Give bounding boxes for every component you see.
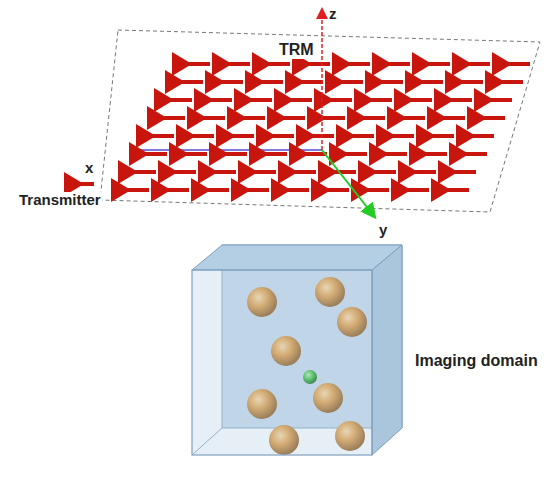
array-element	[232, 134, 254, 138]
imaging-cube	[192, 245, 402, 455]
array-element	[290, 98, 312, 102]
array-element	[461, 80, 483, 84]
array-element	[254, 170, 276, 174]
array-element	[447, 188, 469, 192]
array-element	[207, 188, 229, 192]
array-element	[425, 152, 447, 156]
array-element	[301, 80, 323, 84]
array-element	[468, 62, 490, 66]
y-axis	[322, 150, 374, 216]
array-element	[167, 188, 189, 192]
array-element	[185, 152, 207, 156]
array-element	[265, 152, 287, 156]
array-element	[203, 116, 225, 120]
array-element	[323, 116, 345, 120]
array-element	[483, 116, 505, 120]
array-element	[243, 116, 265, 120]
label: z	[328, 6, 338, 23]
array-element	[381, 80, 403, 84]
array-element	[192, 134, 214, 138]
array-element	[170, 98, 192, 102]
array-element	[152, 134, 174, 138]
array-element	[127, 188, 149, 192]
array-element	[392, 134, 414, 138]
label: y	[378, 222, 388, 239]
antenna-array	[127, 64, 530, 190]
array-element	[268, 62, 290, 66]
array-element	[367, 188, 389, 192]
label: Imaging domain	[414, 352, 539, 370]
array-element	[188, 62, 210, 66]
array-element	[134, 170, 156, 174]
array-element	[363, 116, 385, 120]
array-element	[283, 116, 305, 120]
array-element	[228, 62, 250, 66]
array-element	[174, 170, 196, 174]
array-element	[403, 116, 425, 120]
array-element	[145, 152, 167, 156]
array-element	[501, 80, 523, 84]
array-element	[287, 188, 309, 192]
label: Transmitter	[18, 192, 102, 209]
array-element	[214, 170, 236, 174]
array-element	[450, 98, 472, 102]
array-element	[385, 152, 407, 156]
array-element	[348, 62, 370, 66]
array-element	[327, 188, 349, 192]
array-element	[181, 80, 203, 84]
array-element	[345, 152, 367, 156]
z-axis	[321, 10, 323, 150]
array-element	[330, 98, 352, 102]
array-element	[428, 62, 450, 66]
label: x	[84, 160, 94, 177]
label: TRM	[278, 41, 315, 59]
array-element	[472, 134, 494, 138]
array-element	[414, 170, 436, 174]
array-element	[163, 116, 185, 120]
trm-plane	[100, 30, 540, 212]
array-element	[370, 98, 392, 102]
array-element	[312, 134, 334, 138]
array-element	[490, 98, 512, 102]
array-element	[308, 62, 330, 66]
array-element	[272, 134, 294, 138]
array-element	[247, 188, 269, 192]
array-element	[294, 170, 316, 174]
array-element	[454, 170, 476, 174]
array-element	[465, 152, 487, 156]
transmitter-arrow	[80, 182, 94, 186]
array-element	[432, 134, 454, 138]
array-element	[221, 80, 243, 84]
array-element	[374, 170, 396, 174]
array-element	[407, 188, 429, 192]
array-element	[421, 80, 443, 84]
array-element	[388, 62, 410, 66]
array-element	[352, 134, 374, 138]
array-element	[410, 98, 432, 102]
array-element	[210, 98, 232, 102]
x-axis	[140, 149, 322, 151]
array-element	[341, 80, 363, 84]
array-element	[508, 62, 530, 66]
array-element	[225, 152, 247, 156]
array-element	[443, 116, 465, 120]
array-element	[250, 98, 272, 102]
array-element	[261, 80, 283, 84]
